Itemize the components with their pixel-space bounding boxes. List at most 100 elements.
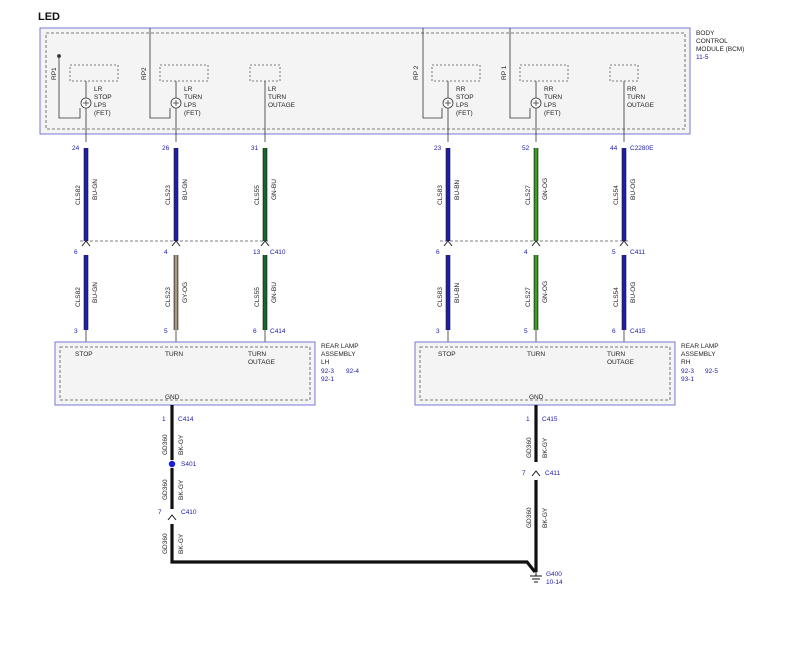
fet-feeds (85, 81, 625, 142)
wire-6-mid-mark (619, 240, 629, 247)
bcm-label-3: MODULE (BCM) (696, 46, 744, 53)
connector-bcm-label: C2280E (630, 145, 654, 152)
wire-2-pin-bot: 5 (164, 328, 168, 335)
output-1-line-3: LPS (94, 102, 107, 109)
bcm-ref: 11-5 (696, 54, 709, 61)
wire-1-pin-top: 24 (72, 145, 80, 152)
bcm-internal-wiring (57, 28, 531, 119)
lamp-lh-turn: TURN (165, 351, 183, 358)
gl-pin2: 7 (158, 509, 162, 516)
connector-mid-right-label: C411 (630, 249, 645, 256)
output-4-line-1: RR (456, 86, 466, 93)
wire-6-color-bot: BU-OG (630, 282, 637, 303)
wire-6-pin-mid: 5 (612, 249, 616, 256)
gl-color-2: BK-GY (178, 479, 185, 500)
output-5-line-4: (FET) (544, 110, 561, 117)
gr-color-2: BK-GY (542, 507, 549, 528)
lamp-rh-stop: STOP (438, 351, 456, 358)
wire-1-color-top: BU-GN (92, 179, 99, 200)
wire-1-color-bot: BU-GN (92, 282, 99, 303)
wire-4-mid-mark (443, 240, 453, 247)
rear-lamp-rh: STOP TURN TURN OUTAGE GND REAR LAMP ASSE… (414, 341, 719, 406)
lamp-lh-label-2: ASSEMBLY (321, 351, 356, 358)
output-5-line-2: TURN (544, 94, 562, 101)
wire-2-circuit-top: CLS23 (165, 185, 172, 205)
lamp-lh-label-1: REAR LAMP (321, 343, 359, 350)
wire-3-mid-mark (260, 240, 270, 247)
wire-1-mid-mark (81, 240, 91, 247)
wire-5-pin-top: 52 (522, 145, 530, 152)
gr-ground-ref: 10-14 (546, 579, 563, 586)
output-3-line-3: OUTAGE (268, 102, 296, 109)
lamp-rh-ref-1: 92-3 (681, 368, 694, 375)
gr-ground-point: G400 (546, 571, 562, 578)
connector-c410-ground-mark (167, 514, 177, 521)
gr-circuit-1: GD360 (526, 437, 533, 458)
wire-5-mid-mark (531, 240, 541, 247)
ground-wire-left-bottom (170, 524, 537, 573)
lamp-lh-ref-2: 92-4 (346, 368, 359, 375)
output-2-line-2: TURN (184, 94, 202, 101)
rear-lamp-lh: STOP TURN TURN OUTAGE GND REAR LAMP ASSE… (54, 341, 359, 406)
ground-wiring (167, 405, 542, 583)
output-6-line-1: RR (627, 86, 637, 93)
output-2-line-4: (FET) (184, 110, 201, 117)
wire-3-pin-mid: 13 (253, 249, 261, 256)
output-4-line-3: LPS (456, 102, 469, 109)
output-1-line-2: STOP (94, 94, 112, 101)
output-6-line-2: TURN (627, 94, 645, 101)
wire-1-pin-mid: 6 (74, 249, 78, 256)
gr-conn2: C411 (545, 470, 560, 477)
wire-3-color-top: GN-BU (271, 179, 278, 200)
output-5-line-3: LPS (544, 102, 557, 109)
bcm-label-1: BODY (696, 30, 715, 37)
wire-3-color-bot: GN-BU (271, 282, 278, 303)
output-1-line-4: (FET) (94, 110, 111, 117)
connector-lamp-left-label: C414 (270, 328, 286, 335)
gl-circuit-3: GD360 (162, 533, 169, 554)
lamp-lh-stop: STOP (75, 351, 93, 358)
gr-pin1: 1 (526, 416, 530, 423)
output-1-line-1: LR (94, 86, 103, 93)
wire-4-circuit-top: CLS83 (437, 185, 444, 205)
output-5-line-1: RR (544, 86, 554, 93)
wire-2-pin-top: 26 (162, 145, 170, 152)
wire-2-color-top: BU-GN (182, 179, 189, 200)
lamp-rh-outage-1: TURN (607, 351, 625, 358)
wire-5-color-bot: GN-OG (542, 281, 549, 303)
gl-color-3: BK-GY (178, 533, 185, 554)
lamp-rh-label-3: RH (681, 359, 691, 366)
output-4-line-2: STOP (456, 94, 474, 101)
wire-3-pin-bot: 6 (253, 328, 257, 335)
gl-conn2: C410 (181, 509, 197, 516)
bcm-label-2: CONTROL (696, 38, 728, 45)
wire-6-pin-top: 44 (610, 145, 618, 152)
wire-6-pin-bot: 6 (612, 328, 616, 335)
lamp-rh-outage-2: OUTAGE (607, 359, 635, 366)
lamp-lh-outage-2: OUTAGE (248, 359, 276, 366)
output-3-line-1: LR (268, 86, 277, 93)
lamp-lh-ref-3: 92-1 (321, 376, 334, 383)
lamp-rh-turn: TURN (527, 351, 545, 358)
wire-5-circuit-bot: CLS27 (525, 287, 532, 307)
wire-5-circuit-top: CLS27 (525, 185, 532, 205)
gr-color-1: BK-GY (542, 437, 549, 458)
gl-splice: S401 (181, 461, 197, 468)
connector-lamp-right-label: C415 (630, 328, 646, 335)
ground-symbol (530, 572, 542, 583)
wire-2-pin-mid: 4 (164, 249, 168, 256)
wire-3-pin-top: 31 (251, 145, 259, 152)
wire-6-circuit-top: CLS54 (613, 185, 620, 205)
gl-conn1: C414 (178, 416, 194, 423)
wire-4-color-bot: BU-BN (454, 282, 461, 303)
lamp-rh-label-2: ASSEMBLY (681, 351, 716, 358)
lamp-lh-ref-1: 92-3 (321, 368, 334, 375)
gr-conn1: C415 (542, 416, 558, 423)
bcm-output-labels: LR STOP LPS (FET) LR TURN LPS (FET) LR T… (94, 86, 655, 117)
rp1-left-label: RP1 (51, 67, 58, 80)
wire-5-pin-mid: 4 (524, 249, 528, 256)
gl-pin1: 1 (162, 416, 166, 423)
wire-3-circuit-bot: CLS55 (254, 287, 261, 307)
output-3-line-2: TURN (268, 94, 286, 101)
